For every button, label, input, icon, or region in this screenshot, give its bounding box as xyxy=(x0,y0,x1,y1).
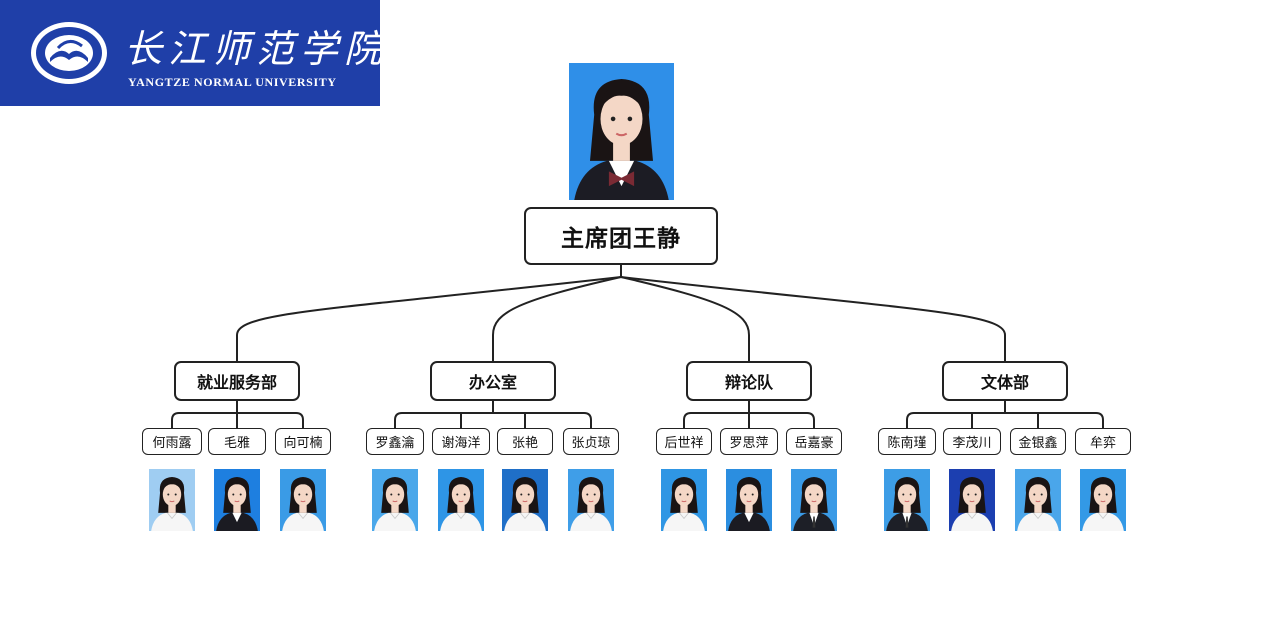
department-box: 文体部 xyxy=(942,361,1068,401)
member-photo xyxy=(949,469,995,531)
member-name-box: 向可楠 xyxy=(275,428,331,455)
member-photo xyxy=(149,469,195,531)
member-name-box: 罗思萍 xyxy=(720,428,778,455)
member-name-box: 金银鑫 xyxy=(1010,428,1066,455)
member-name-box: 张贞琼 xyxy=(563,428,619,455)
chair-photo xyxy=(569,63,674,200)
department-box: 办公室 xyxy=(430,361,556,401)
member-photo xyxy=(726,469,772,531)
member-photo xyxy=(661,469,707,531)
member-photo xyxy=(502,469,548,531)
university-english-name: YANGTZE NORMAL UNIVERSITY xyxy=(128,75,337,89)
member-photo xyxy=(372,469,418,531)
member-name-box: 陈南瑾 xyxy=(878,428,936,455)
university-seal-icon xyxy=(31,22,107,84)
member-name-box: 毛雅 xyxy=(208,428,266,455)
chair-box: 主席团王静 xyxy=(524,207,718,265)
member-name-box: 岳嘉豪 xyxy=(786,428,842,455)
member-name-box: 罗鑫瀹 xyxy=(366,428,424,455)
member-photo xyxy=(280,469,326,531)
university-chinese-name: 长江师范学院 xyxy=(124,27,389,71)
department-box: 辩论队 xyxy=(686,361,812,401)
member-photo xyxy=(568,469,614,531)
member-photo xyxy=(1080,469,1126,531)
member-name-box: 后世祥 xyxy=(656,428,712,455)
member-name-box: 张艳 xyxy=(497,428,553,455)
university-banner: 长江师范学院 YANGTZE NORMAL UNIVERSITY xyxy=(0,0,382,106)
member-name-box: 谢海洋 xyxy=(432,428,490,455)
member-photo xyxy=(438,469,484,531)
member-photo xyxy=(791,469,837,531)
department-box: 就业服务部 xyxy=(174,361,300,401)
member-photo xyxy=(884,469,930,531)
member-name-box: 牟弈 xyxy=(1075,428,1131,455)
member-name-box: 李茂川 xyxy=(943,428,1001,455)
member-photo xyxy=(1015,469,1061,531)
member-photo xyxy=(214,469,260,531)
member-name-box: 何雨露 xyxy=(142,428,202,455)
